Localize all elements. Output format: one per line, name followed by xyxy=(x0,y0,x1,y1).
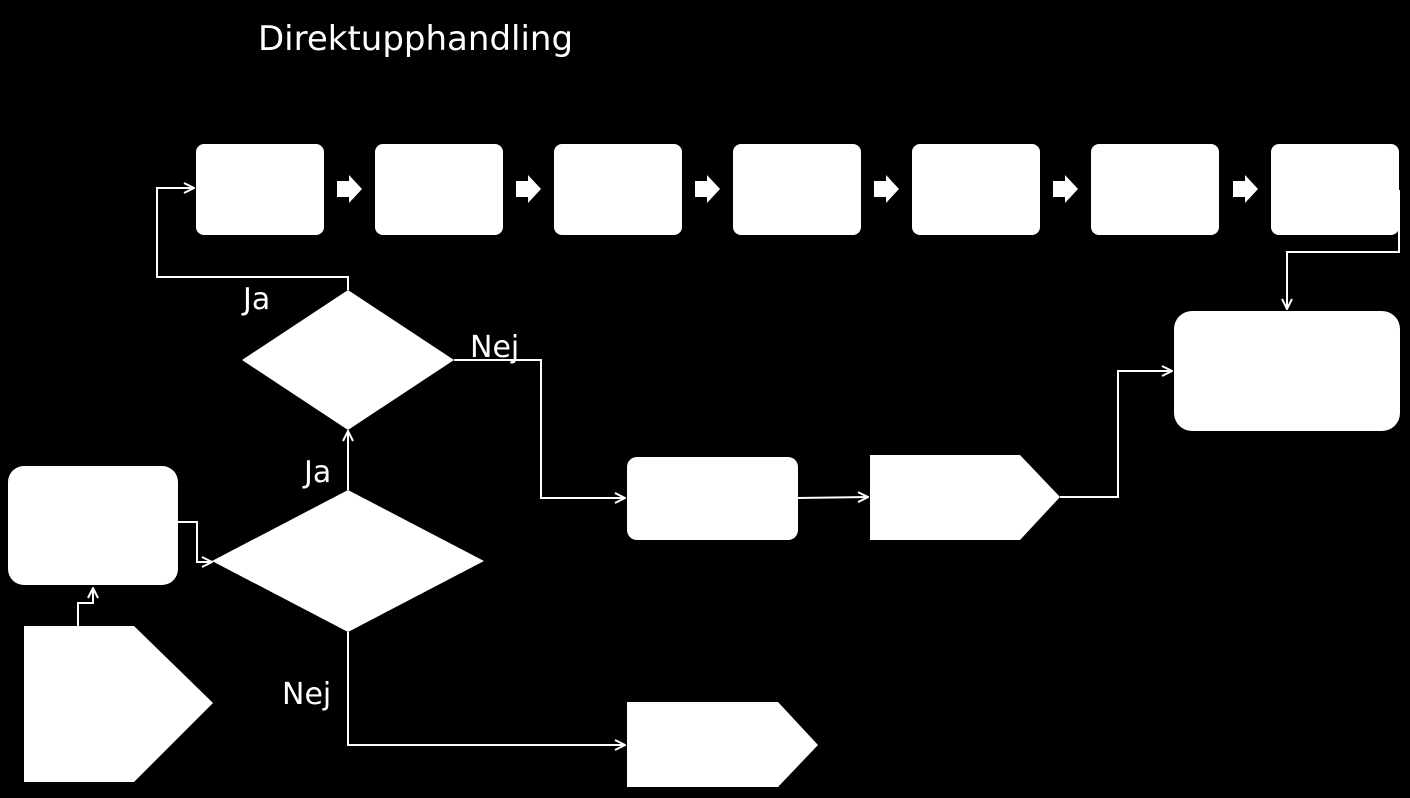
connector-start xyxy=(77,588,93,626)
process-step-3 xyxy=(554,144,682,235)
process-row xyxy=(196,144,1399,235)
end-process-box xyxy=(1174,311,1400,431)
diagram-title: Direktupphandling xyxy=(258,19,573,59)
label-no-bottom: Nej xyxy=(282,677,331,712)
start-process-box xyxy=(8,466,178,585)
process-step-1 xyxy=(196,144,324,235)
step-arrow-1-icon xyxy=(337,175,362,203)
connector-yes-top xyxy=(156,188,349,290)
decision-bottom xyxy=(212,490,484,632)
step-arrows xyxy=(337,175,1258,203)
connector-step7-to-end xyxy=(1287,190,1400,309)
decision-top xyxy=(242,290,454,430)
process-step-4 xyxy=(733,144,861,235)
process-step-6 xyxy=(1091,144,1219,235)
start-connector-shape xyxy=(24,626,213,782)
connector-no-top xyxy=(454,359,625,498)
step-arrow-3-icon xyxy=(695,175,720,203)
process-step-2 xyxy=(375,144,503,235)
label-yes-top: Ja xyxy=(241,282,270,317)
step-arrow-4-icon xyxy=(874,175,899,203)
process-step-7 xyxy=(1271,144,1399,235)
middle-connector-shape xyxy=(870,455,1060,540)
connector-to-decision-bottom xyxy=(178,521,212,562)
process-step-5 xyxy=(912,144,1040,235)
step-arrow-6-icon xyxy=(1233,175,1258,203)
step-arrow-5-icon xyxy=(1053,175,1078,203)
label-no-top: Nej xyxy=(470,330,519,365)
step-arrow-2-icon xyxy=(516,175,541,203)
connectors xyxy=(77,188,1400,745)
middle-process-box xyxy=(627,457,798,540)
exit-connector-shape xyxy=(627,702,818,787)
connector-to-end xyxy=(1060,371,1172,498)
connector-no-bottom xyxy=(347,632,625,745)
connector-middle xyxy=(797,497,868,498)
label-yes-bottom: Ja xyxy=(302,455,331,490)
